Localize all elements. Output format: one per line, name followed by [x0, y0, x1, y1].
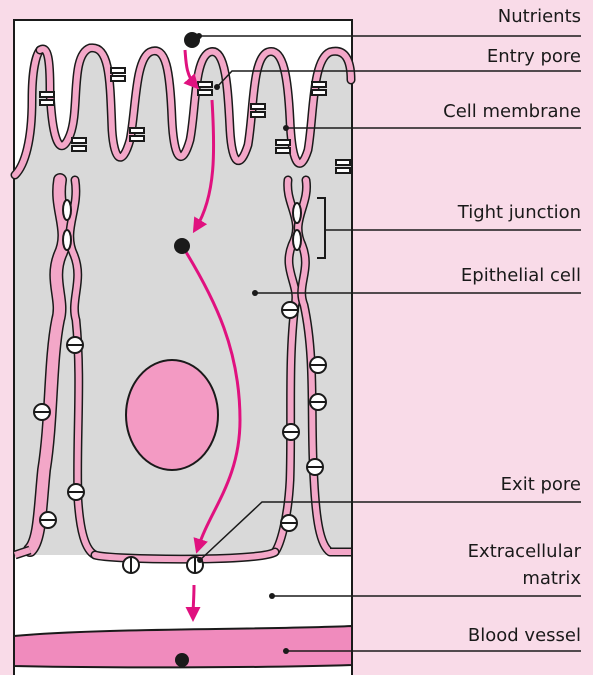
label-tight-junction: Tight junction [458, 202, 581, 224]
label-cell-membrane: Cell membrane [443, 101, 581, 123]
label-blood-vessel: Blood vessel [468, 625, 581, 647]
title-fragment [0, 0, 7, 13]
label-nutrients: Nutrients [498, 6, 581, 28]
label-extracellular-line2: matrix [522, 568, 581, 590]
nucleus [126, 360, 218, 470]
label-entry-pore: Entry pore [487, 46, 581, 68]
label-epithelial-cell: Epithelial cell [461, 265, 581, 287]
label-extracellular-line1: Extracellular [468, 541, 581, 563]
label-exit-pore: Exit pore [501, 474, 581, 496]
